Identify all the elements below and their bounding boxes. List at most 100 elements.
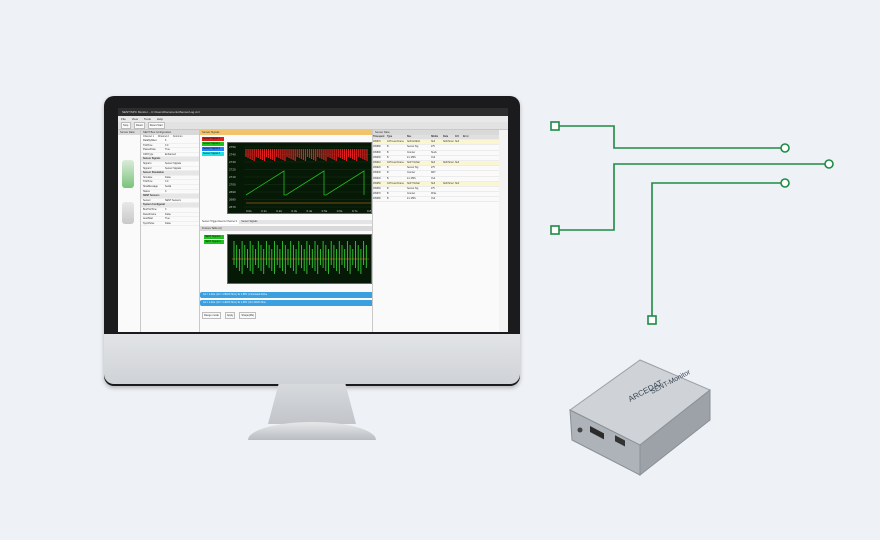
- table-cell: Counter: [407, 151, 416, 154]
- config-key: Sensor Simulation: [143, 171, 164, 175]
- table-cell: Null: [431, 161, 435, 164]
- tab-common[interactable]: Common: [172, 135, 183, 138]
- y-tick-label: 2750: [229, 145, 236, 149]
- config-row[interactable]: System Configuration: [141, 203, 199, 208]
- channel-item[interactable]: Sensor Signal 4: [202, 152, 224, 156]
- menu-tools[interactable]: Tools: [143, 117, 151, 121]
- menu-file[interactable]: File: [121, 117, 126, 121]
- lower-channel-1[interactable]: SENT Signal 1: [204, 235, 224, 239]
- tab-trigger-events[interactable]: Sensor Trigger Events Channel 1: [200, 220, 240, 224]
- table-cell: Inv MSS: [407, 156, 416, 159]
- table-cell: [455, 177, 463, 181]
- config-key: TickTime: [143, 143, 153, 147]
- table-cell: B: [387, 167, 389, 170]
- config-key: AutoStart: [143, 217, 153, 221]
- channel-item[interactable]: Sensor Signal 2: [202, 142, 224, 146]
- table-cell: [463, 140, 473, 144]
- tab-channel-1[interactable]: Channel 1: [141, 135, 156, 139]
- y-tick-label: 2680: [229, 198, 236, 202]
- tab-channel-2[interactable]: Channel 2: [157, 135, 169, 138]
- config-value: False: [165, 175, 171, 179]
- lower-channel-2[interactable]: SENT Signal 2: [204, 240, 224, 244]
- apply-button[interactable]: Apply: [224, 312, 236, 319]
- reset-button[interactable]: Reset: [134, 122, 145, 129]
- menu-bar: File View Tools Help: [118, 116, 508, 122]
- config-row[interactable]: Sensor Signals: [141, 157, 199, 162]
- config-value: Serial: [165, 184, 172, 188]
- tab-sensor-signals[interactable]: Sensor Signals: [241, 220, 258, 223]
- table-cell: [455, 166, 463, 170]
- lower-tabs: Sensor Trigger Events Channel 1 Sensor S…: [200, 220, 372, 224]
- table-cell: B: [387, 198, 389, 201]
- table-cell: [443, 192, 455, 196]
- config-row[interactable]: SENT Sensors: [141, 194, 199, 199]
- bus-row-2[interactable]: A1 = 1.4ms | 0x = 1.40V/1.5ms | 0x 1.05V…: [200, 300, 372, 306]
- circuit-node-square-2: [550, 225, 560, 235]
- table-cell: [463, 151, 473, 155]
- table-cell: Inv MSS: [407, 198, 416, 201]
- table-cell: 189980: [373, 198, 381, 201]
- config-key: TickTime: [143, 180, 153, 184]
- table-cell: Sensor Sig: [407, 167, 419, 170]
- table-cell: 189880: [373, 146, 381, 149]
- x-tick-label: 0.7s: [352, 209, 358, 213]
- reset-start-button[interactable]: Reset Start: [147, 122, 165, 129]
- x-tick-label: 0.0s: [246, 209, 252, 213]
- table-cell: C2H Last Frame: [387, 182, 404, 185]
- table-cell: [455, 145, 463, 149]
- y-tick-label: 2740: [229, 153, 236, 157]
- table-cell: [455, 156, 463, 160]
- config-value: SENT Sensors: [165, 198, 181, 202]
- gauge-tab[interactable]: Sensor Data: [118, 130, 140, 135]
- x-tick-label: 0.4s: [307, 209, 313, 213]
- channel-item[interactable]: Sensor Signal 3: [202, 147, 224, 151]
- table-cell: Inv MSS: [407, 177, 416, 180]
- bus-row-1[interactable]: A1 = 1.4ms | 0x = 1.50V/1.5ms | 0x 1.95V…: [200, 292, 372, 298]
- shape-select[interactable]: Shape(Ms): [239, 312, 257, 319]
- y-tick-label: 2670: [229, 205, 236, 209]
- menu-help[interactable]: Help: [156, 117, 163, 121]
- table-cell: NoFT NoSal: [407, 161, 420, 164]
- channel-item[interactable]: Sensor Signal 1: [202, 137, 224, 141]
- stop-button[interactable]: Stop: [121, 122, 131, 129]
- table-cell: M4T: [431, 172, 436, 175]
- table-cell: [443, 197, 455, 201]
- range-mode-select[interactable]: Range mode: [202, 312, 221, 319]
- config-value: Enhanced: [165, 152, 176, 156]
- config-row[interactable]: Sensor Simulation: [141, 171, 199, 176]
- circuit-node-circle-1: [780, 143, 790, 153]
- table-cell: [443, 156, 455, 160]
- table-cell: [463, 192, 473, 196]
- menu-view[interactable]: View: [131, 117, 139, 121]
- circuit-trace-3: [651, 182, 781, 320]
